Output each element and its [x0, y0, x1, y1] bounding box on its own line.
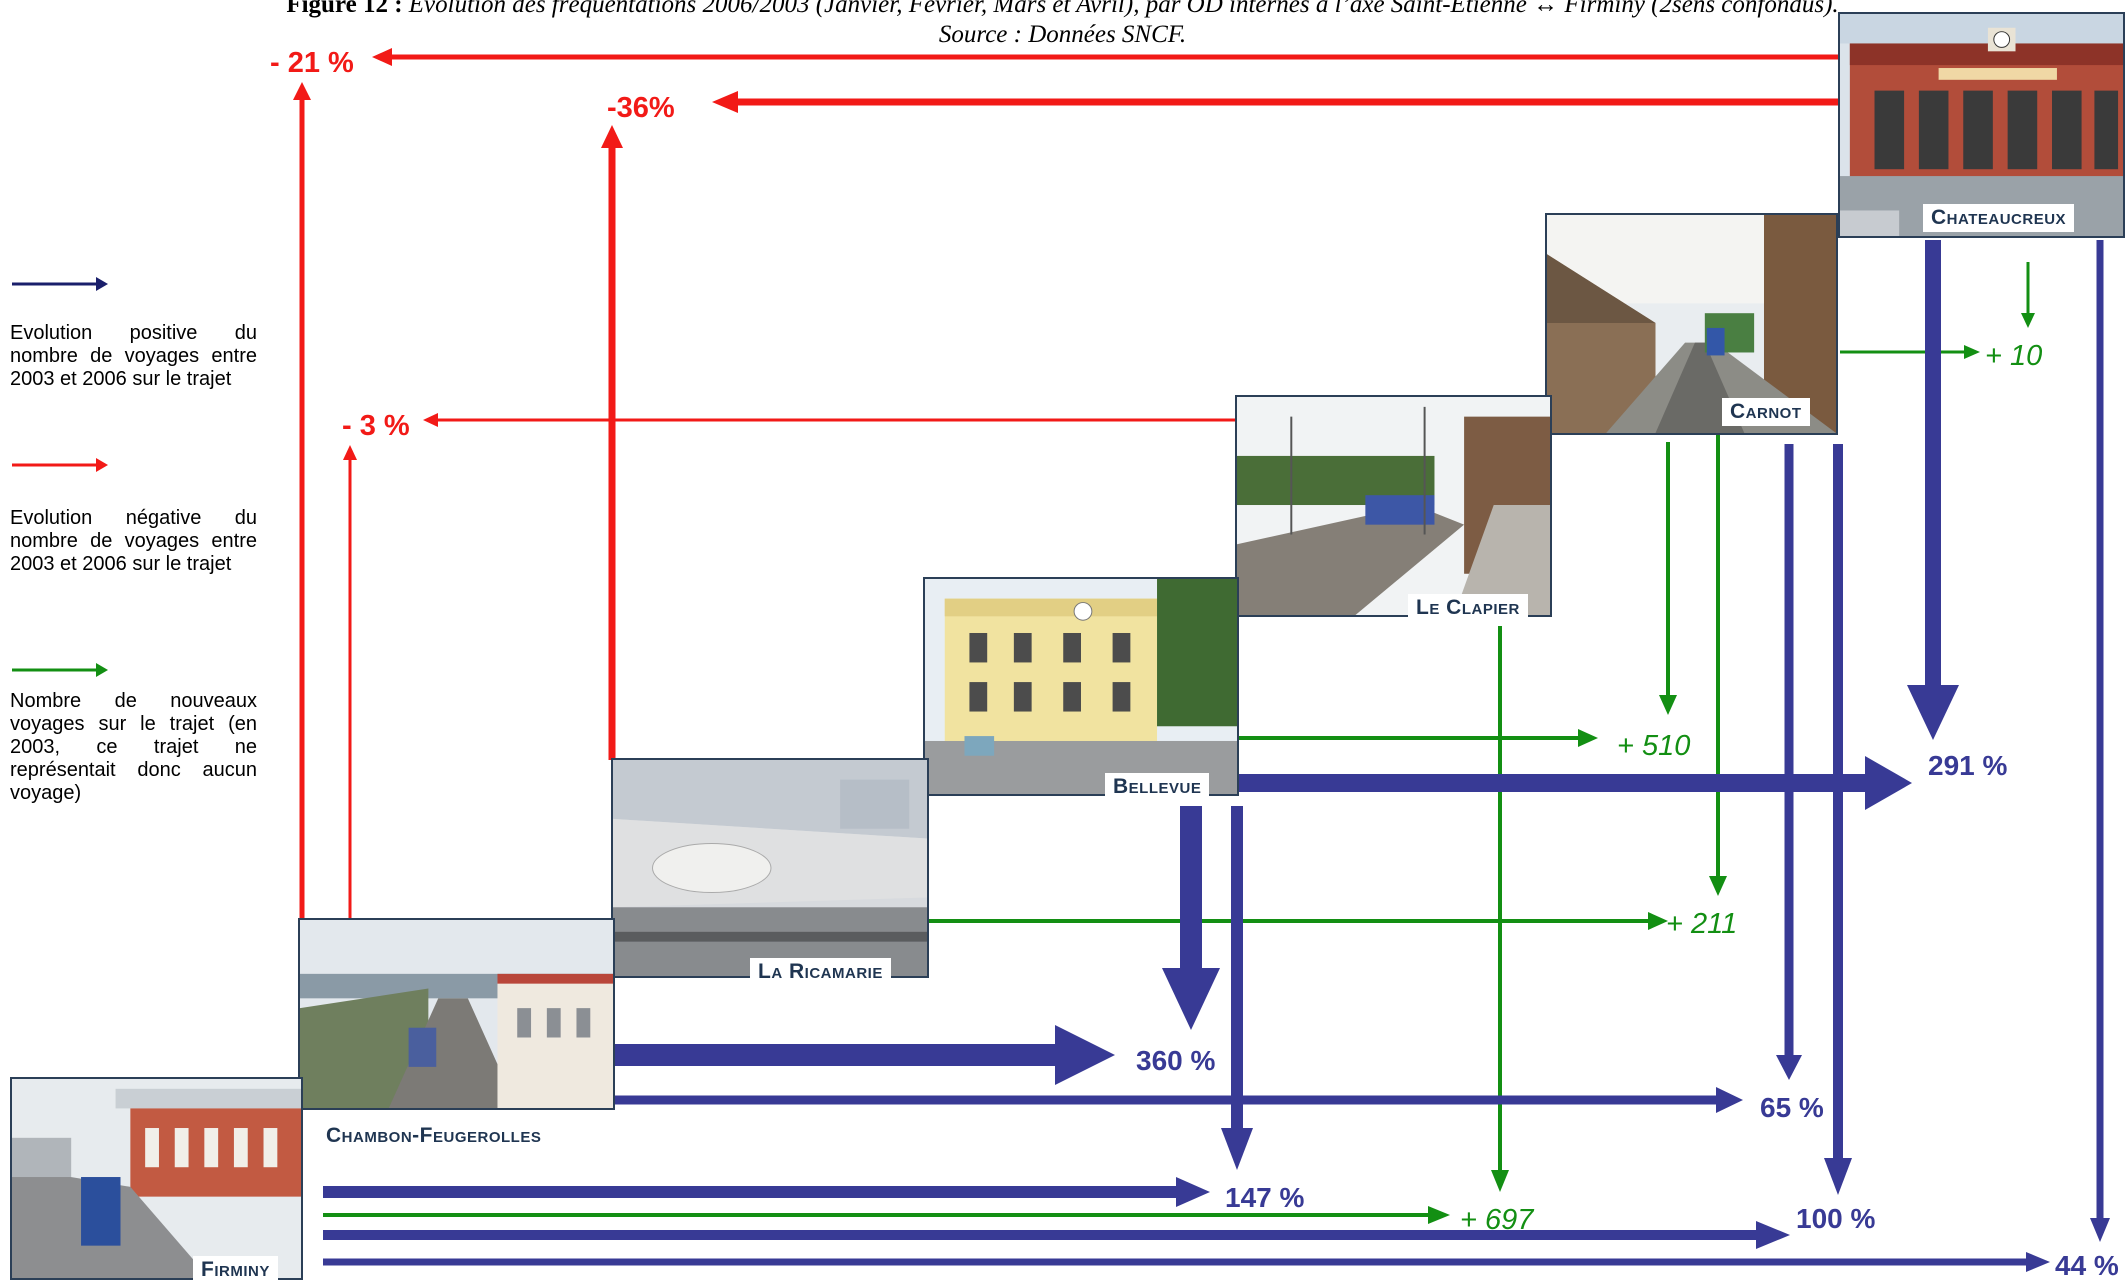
arrow-firminy-leclapier-new: [323, 626, 1509, 1224]
value-ricamarie-chateaucreux: -36%: [607, 92, 675, 124]
arrow-chambon-chateaucreux: [293, 48, 1838, 920]
value-chambon-carnot: 65 %: [1760, 1092, 1824, 1123]
arrow-chambon-bellevue: [615, 806, 1220, 1085]
legend-positive-text: Evolution positive du nombre de voyages …: [10, 322, 257, 390]
legend-negative-text: Evolution négative du nombre de voyages …: [10, 507, 257, 575]
value-firminy-carnot: 100 %: [1796, 1203, 1876, 1234]
figure-caption: Figure 12 : Evolution des fréquentations…: [0, 0, 2125, 50]
legend-new-text: Nombre de nouveaux voyages sur le trajet…: [10, 690, 257, 804]
station-firminy: Firminy: [193, 1256, 278, 1280]
value-chambon-bellevue: 360 %: [1136, 1045, 1216, 1076]
chateaucreux-photo: [1838, 12, 2125, 238]
figure-source-text: Source : Données SNCF.: [938, 21, 1187, 48]
firminy-photo: [10, 1077, 303, 1280]
arrow-bellevue-chateaucreux: [1232, 240, 1959, 810]
arrow-firminy-bellevue: [323, 806, 1253, 1207]
arrow-ricamarie-chateaucreux: [601, 91, 1838, 760]
value-ricamarie-carnot: + 211: [1666, 908, 1738, 940]
station-chambon: Chambon-Feugerolles: [318, 1122, 550, 1150]
figure-title: Evolution des fréquentations 2006/2003 (…: [408, 0, 1839, 18]
station-bellevue: Bellevue: [1105, 773, 1210, 801]
arrow-carnot-chateaucreux-new: [1840, 262, 2035, 359]
bellevue-photo: [923, 577, 1239, 796]
arrow-chambon-leclapier: [343, 413, 1235, 920]
value-chambon-chateaucreux: - 21 %: [270, 47, 354, 79]
arrow-ricamarie-carnot-new: [928, 420, 1727, 930]
carnot-photo: [1545, 213, 1838, 435]
figure-label: Figure 12 :: [286, 0, 403, 18]
value-chambon-leclapier: - 3 %: [342, 410, 410, 442]
value-firminy-leclapier: + 697: [1460, 1204, 1534, 1236]
station-carnot: Carnot: [1722, 398, 1810, 426]
station-la-ricamarie: La Ricamarie: [750, 958, 891, 986]
station-le-clapier: Le Clapier: [1408, 594, 1528, 622]
legend-arrow-new: [12, 663, 108, 677]
figure-source: Source : Données SNCF.: [0, 20, 2125, 50]
la-ricamarie-photo: [611, 758, 929, 978]
legend-arrow-positive: [12, 277, 108, 291]
chambon-photo: [298, 918, 615, 1110]
arrow-bellevue-carnot-new: [1238, 442, 1677, 747]
arrow-chambon-carnot: [615, 444, 1802, 1113]
value-carnot-chateaucreux: + 10: [1985, 340, 2043, 372]
station-chateaucreux: Chateaucreux: [1923, 204, 2075, 232]
le-clapier-photo: [1235, 395, 1552, 617]
caption-title-line: Figure 12 : Evolution des fréquentations…: [0, 0, 2125, 20]
value-bellevue-chateaucreux: 291 %: [1928, 750, 2008, 781]
legend-arrow-negative: [12, 458, 108, 472]
value-firminy-bellevue: 147 %: [1225, 1182, 1305, 1213]
arrow-firminy-chateaucreux: [323, 240, 2110, 1272]
value-firminy-chateaucreux: 44 %: [2055, 1250, 2119, 1280]
value-bellevue-carnot: + 510: [1617, 730, 1691, 762]
arrow-firminy-carnot: [323, 444, 1852, 1249]
